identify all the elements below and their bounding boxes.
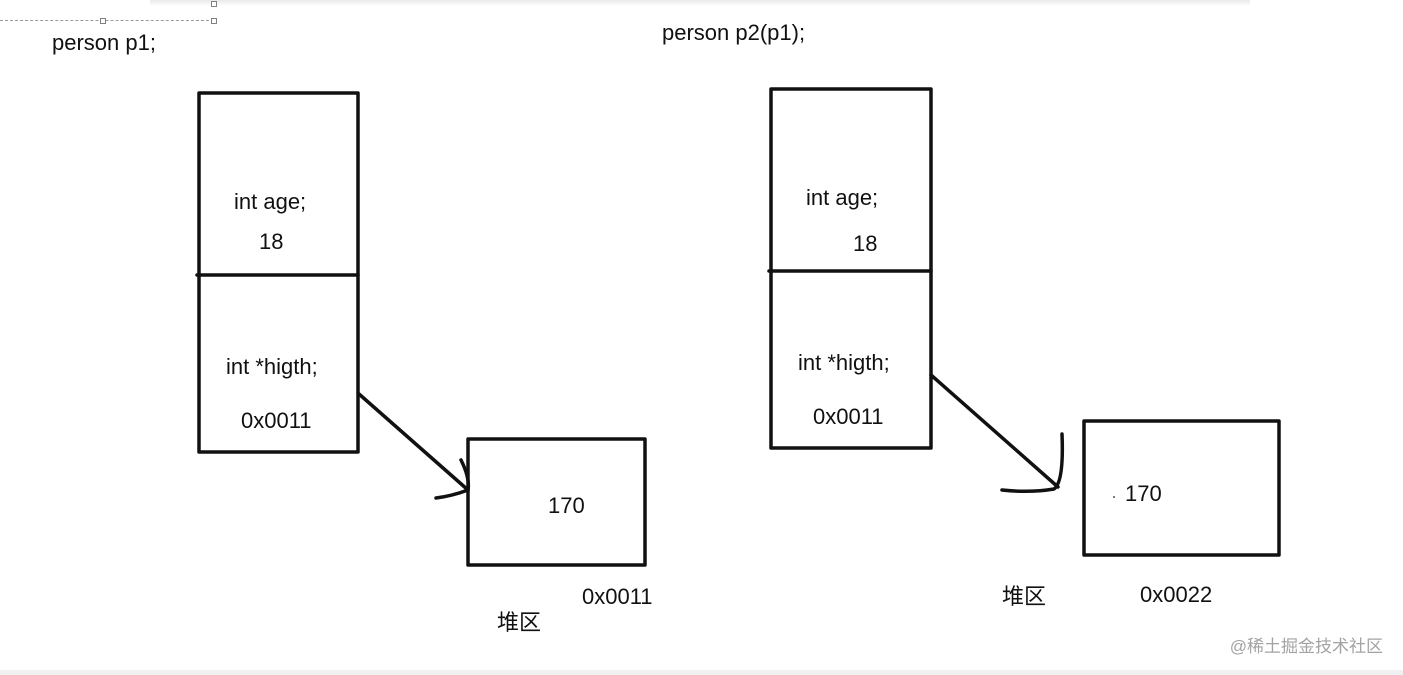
p1-object-box [197, 91, 360, 454]
p1-heap-address: 0x0011 [582, 584, 653, 609]
p2-pointer-arrow [929, 373, 1060, 489]
p2-arrow-head [1000, 432, 1065, 494]
stray-dot [1113, 496, 1115, 498]
selection-handle[interactable] [100, 18, 106, 24]
p2-age-value: 18 [853, 231, 878, 256]
p1-title: person p1; [52, 30, 156, 55]
top-shadow [150, 0, 1250, 6]
p2-heap-value: 170 [1125, 481, 1162, 506]
p1-age-field: int age; [234, 189, 307, 214]
selection-handle[interactable] [211, 18, 217, 24]
p1-age-value: 18 [259, 229, 284, 254]
p1-heap-box [466, 437, 647, 567]
p2-object-box [769, 87, 933, 450]
p2-heap-address: 0x0022 [1140, 582, 1213, 607]
p1-height-field: int *higth; [226, 354, 318, 379]
p1-heap-label: 堆区 [497, 610, 542, 635]
p1-arrow-head [434, 458, 471, 500]
bottom-scroll-area[interactable] [0, 670, 1403, 675]
p2-height-field: int *higth; [798, 350, 890, 375]
p2-heap-box [1082, 419, 1281, 557]
selection-guide-line [0, 20, 214, 21]
p1-heap-value: 170 [548, 493, 585, 518]
p1-pointer-arrow [357, 392, 470, 492]
p2-title: person p2(p1); [662, 20, 806, 45]
p2-age-field: int age; [806, 185, 879, 210]
p2-heap-label: 堆区 [1002, 584, 1047, 609]
selection-handle[interactable] [211, 1, 217, 7]
p1-pointer-value: 0x0011 [241, 408, 312, 433]
watermark: @稀土掘金技术社区 [1229, 637, 1383, 656]
p2-pointer-value: 0x0011 [813, 404, 884, 429]
